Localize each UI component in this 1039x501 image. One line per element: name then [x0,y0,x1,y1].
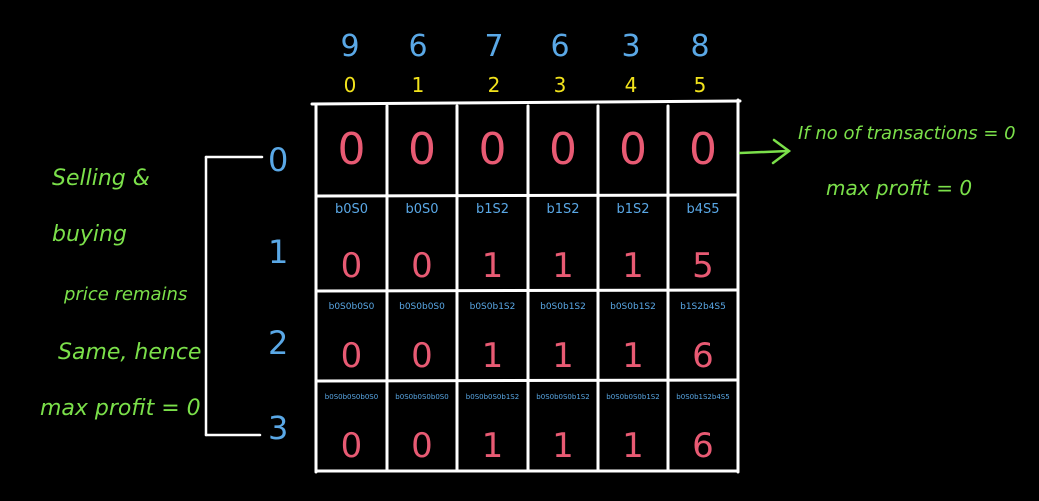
day-index-1: 1 [411,73,425,97]
cell-transaction-label: b1S2 [546,202,580,217]
cell-max-profit: 0 [411,336,433,376]
dp-cell: b0S0b1S2 1 [528,291,598,381]
cell-transaction-label: b0S0b1S2 [540,302,586,312]
cell-max-profit: 1 [622,426,644,466]
left-note-line-4: Same, hence [58,340,202,365]
cell-max-profit: 0 [337,124,366,175]
price-3: 6 [550,29,570,64]
cell-transaction-label: b0S0b0S0 [399,302,445,312]
left-note-line-3: price remains [64,284,188,305]
cell-transaction-label: b0S0b0S0b1S2 [606,393,660,401]
dp-cell: b1S2 1 [457,196,528,291]
cell-transaction-label: b0S0b1S2 [469,302,516,312]
right-note-line-1: If no of transactions = 0 [798,123,1016,144]
dp-cell: 0 [668,104,738,196]
dp-cell: 0 [528,104,598,196]
cell-max-profit: 0 [411,246,433,286]
dp-cell: b0S0b0S0 0 [387,291,457,381]
cell-transaction-label: b0S0b0S0b1S2 [465,393,520,401]
transaction-count-1: 1 [268,233,289,271]
dp-cell: b0S0b1S2b4S5 6 [668,381,738,471]
cell-transaction-label: b0S0b0S0b0S0 [395,393,449,401]
right-note-line-2: max profit = 0 [826,176,973,200]
cell-transaction-label: b1S2b4S5 [680,302,726,312]
cell-max-profit: 1 [552,246,574,286]
day-index-4: 4 [624,73,638,97]
cell-max-profit: 1 [552,336,574,376]
dp-cell: b0S0 0 [316,196,387,291]
cell-max-profit: 0 [478,124,507,175]
transaction-count-0: 0 [268,141,289,179]
cell-max-profit: 1 [552,426,574,466]
dp-cell: 0 [316,104,387,196]
grid-top-line [310,99,742,106]
cell-transaction-label: b0S0b1S2 [610,302,656,312]
cell-max-profit: 1 [481,336,504,376]
dp-cell: b0S0b0S0b0S0 0 [316,381,387,471]
price-1: 6 [408,29,428,64]
cell-max-profit: 0 [340,246,363,286]
day-index-3: 3 [553,73,567,97]
dp-cell: b0S0 0 [387,196,457,291]
dp-cell: b0S0b1S2 1 [457,291,528,381]
cell-transaction-label: b0S0b0S0 [328,302,375,312]
day-index-5: 5 [693,73,707,97]
cell-max-profit: 5 [692,246,714,286]
price-0: 9 [340,29,360,64]
cell-transaction-label: b0S0b0S0b0S0 [324,393,379,401]
dp-cell: b0S0b0S0b1S2 1 [528,381,598,471]
dp-cell: b1S2b4S5 6 [668,291,738,381]
cell-max-profit: 0 [619,124,647,175]
cell-max-profit: 6 [692,426,714,466]
dp-cell: b0S0b0S0b1S2 1 [457,381,528,471]
cell-max-profit: 0 [689,124,717,175]
cell-max-profit: 0 [411,426,433,466]
day-index-0: 0 [343,73,357,97]
left-note-line-1: Selling & [52,166,150,191]
dp-cell: b0S0b0S0b1S2 1 [598,381,668,471]
cell-transaction-label: b0S0b0S0b1S2 [536,393,590,401]
price-2: 7 [484,29,504,64]
cell-max-profit: 0 [408,124,436,175]
cell-max-profit: 1 [481,246,504,286]
arrow-right-icon [738,138,792,165]
cell-transaction-label: b4S5 [686,202,720,217]
dp-cell: 0 [457,104,528,196]
dp-cell: 0 [387,104,457,196]
dp-cell: b0S0b0S0 0 [316,291,387,381]
cell-max-profit: 1 [622,336,644,376]
dp-cell: b1S2 1 [598,196,668,291]
dp-cell: b0S0b1S2 1 [598,291,668,381]
cell-transaction-label: b0S0 [405,202,439,217]
day-index-2: 2 [487,73,501,97]
dp-cell: b0S0b0S0b0S0 0 [387,381,457,471]
left-note-line-2: buying [52,222,127,247]
cell-max-profit: 0 [340,336,363,376]
dp-cell: b1S2 1 [528,196,598,291]
cell-transaction-label: b0S0b1S2b4S5 [676,393,730,401]
price-4: 3 [621,29,641,64]
price-5: 8 [690,29,710,64]
cell-max-profit: 6 [692,336,714,376]
dp-cell: b4S5 5 [668,196,738,291]
dp-cell: 0 [598,104,668,196]
transaction-count-3: 3 [268,409,289,447]
cell-transaction-label: b1S2 [475,202,510,217]
cell-max-profit: 0 [340,426,363,466]
cell-transaction-label: b0S0 [334,202,369,217]
cell-max-profit: 0 [549,124,577,175]
transaction-count-2: 2 [268,324,289,362]
cell-transaction-label: b1S2 [616,202,650,217]
cell-max-profit: 1 [481,426,504,466]
cell-max-profit: 1 [622,246,644,286]
left-note-line-5: max profit = 0 [40,396,201,421]
